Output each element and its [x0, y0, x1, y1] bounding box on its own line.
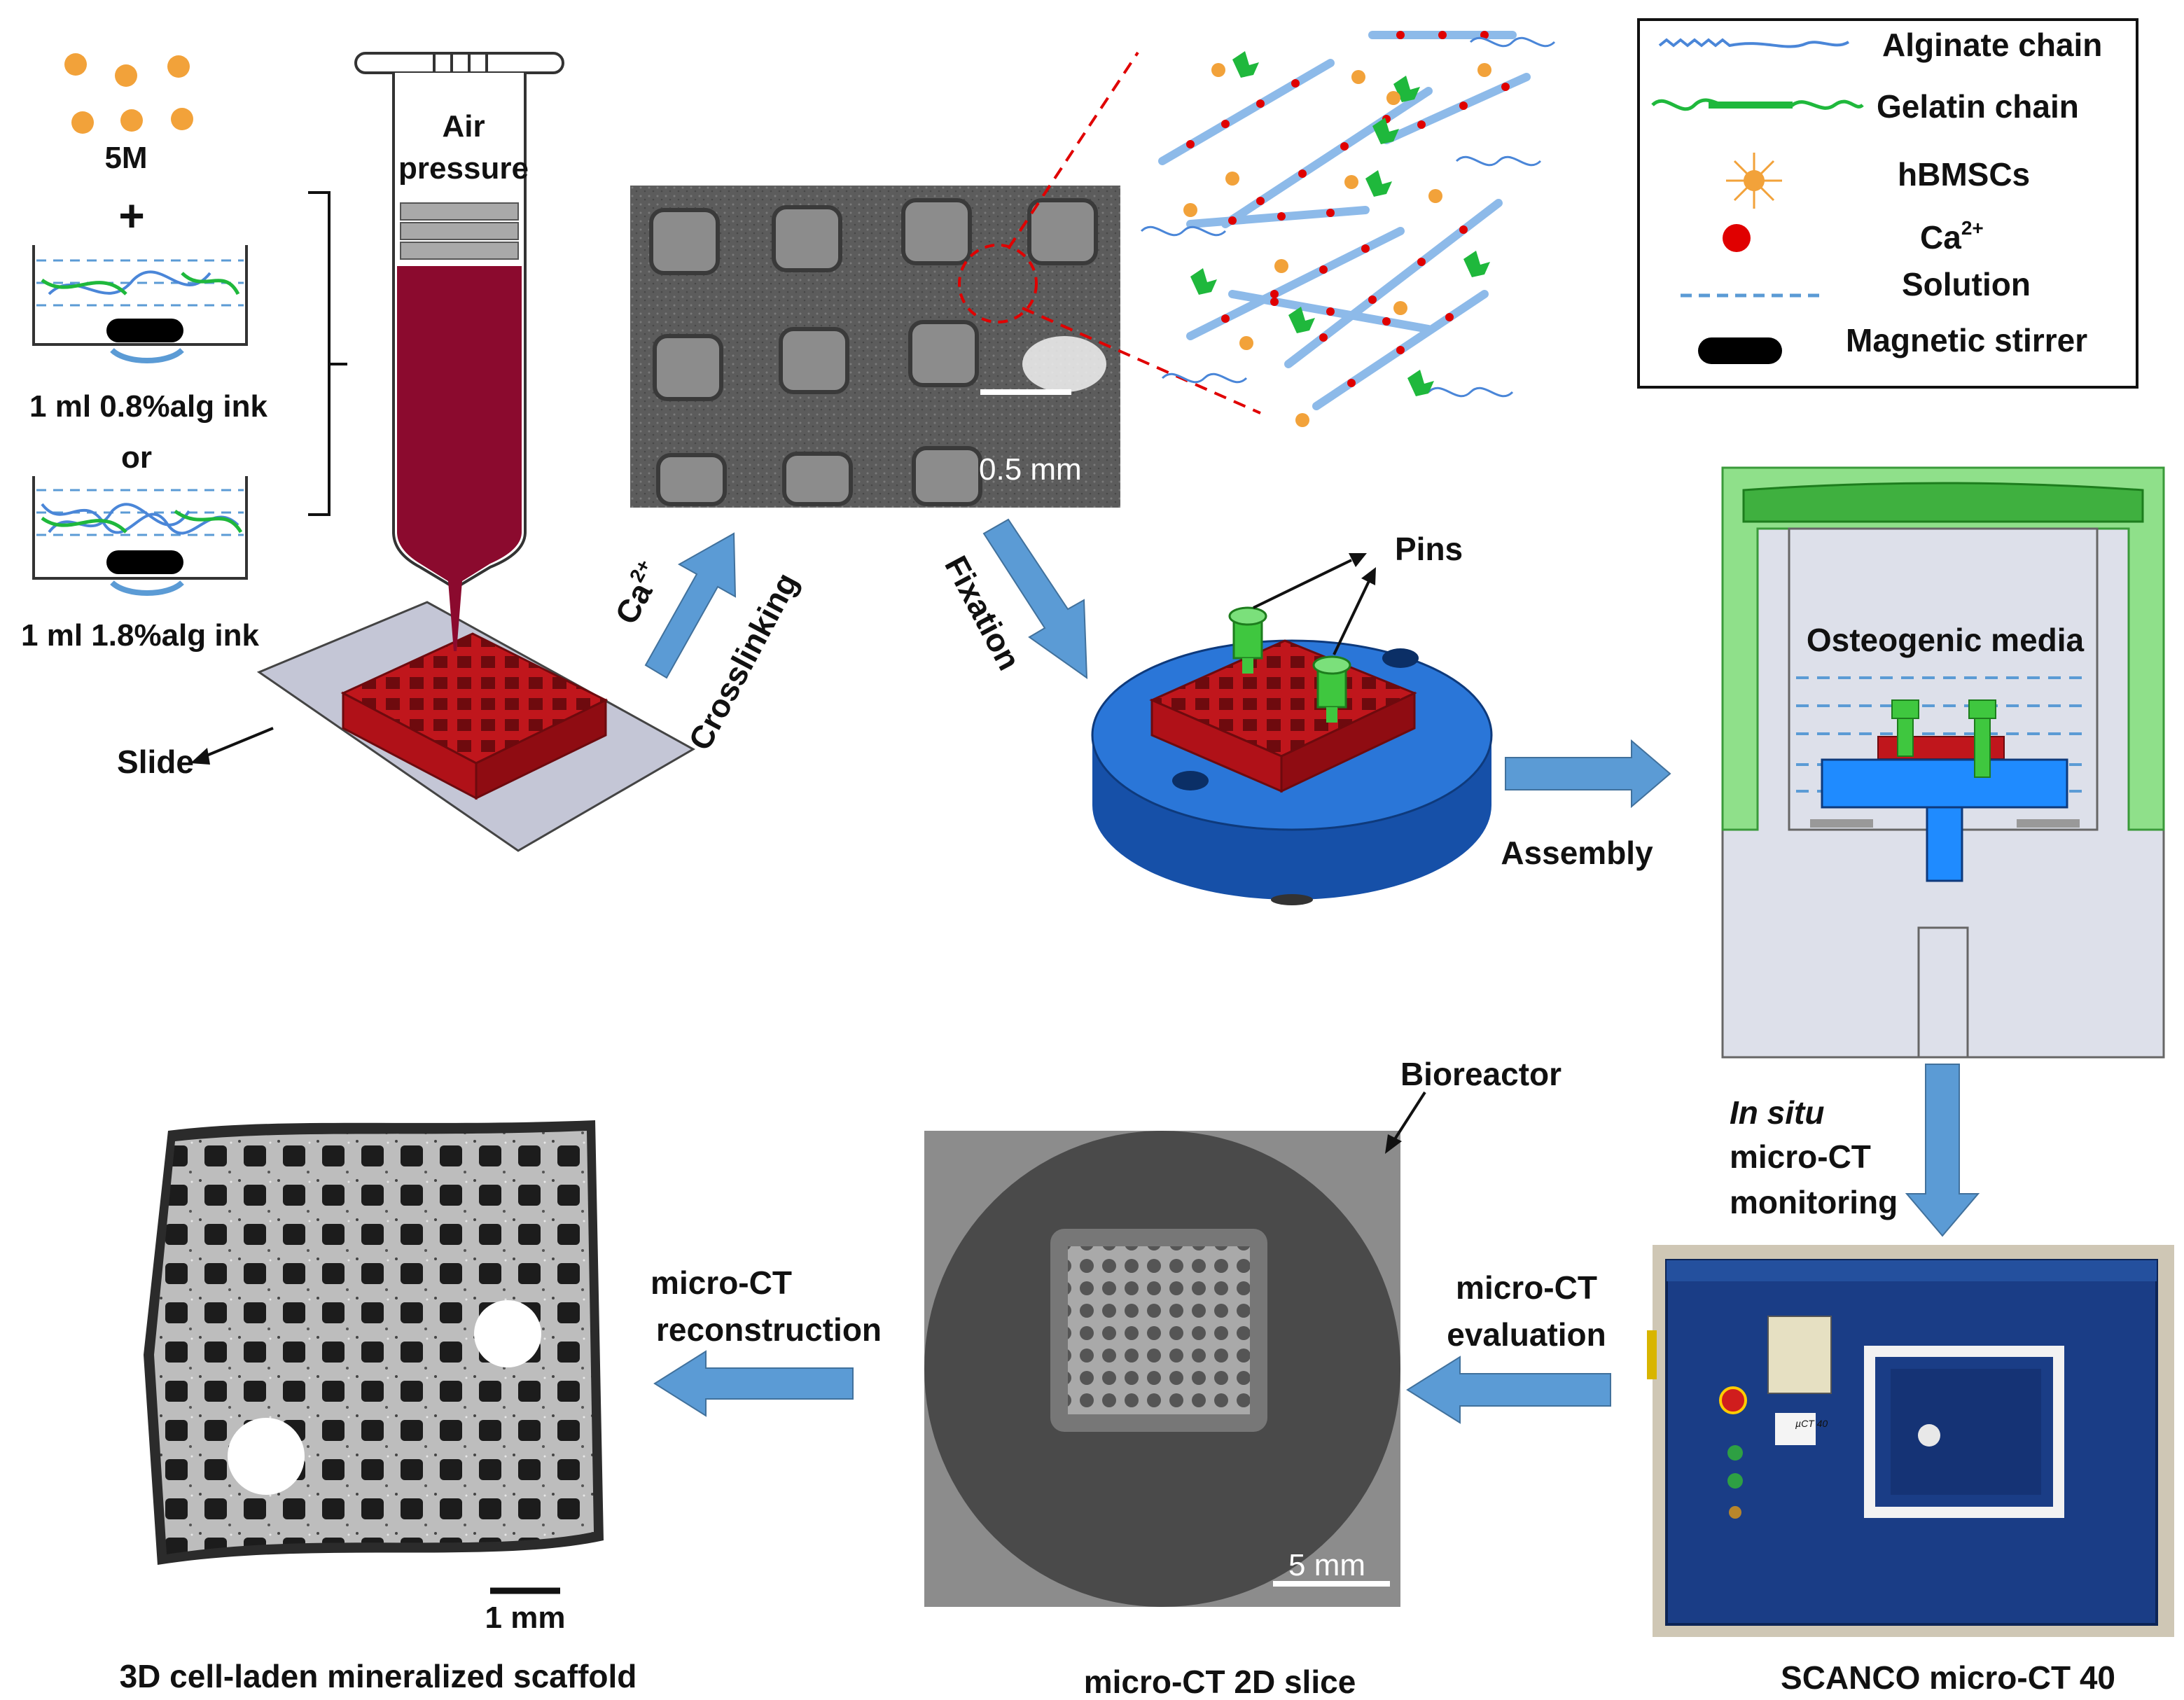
ink-low-label: 1 ml 0.8%alg ink	[29, 389, 267, 424]
slide-pointer-arrow	[190, 727, 274, 765]
scanner-caption: SCANCO micro-CT 40	[1781, 1659, 2115, 1696]
legend-cells-label: hBMSCs	[1898, 156, 2030, 193]
or-label: or	[121, 440, 152, 475]
hbmsc-cell-cluster	[64, 53, 193, 134]
ca-label: Ca2+	[606, 556, 669, 630]
slide-label: Slide	[117, 744, 194, 780]
pin-left	[1228, 606, 1267, 674]
crosslinked-micrograph	[630, 186, 1120, 508]
legend-stirrer-label: Magnetic stirrer	[1846, 322, 2087, 358]
pins-label: Pins	[1395, 531, 1463, 567]
microct-slice	[924, 1131, 1400, 1607]
bioreactor-pointer-arrow	[1385, 1091, 1426, 1154]
evaluation-arrow	[1406, 1356, 1611, 1424]
fixation-arrow	[982, 518, 1088, 679]
pin-right	[1312, 655, 1351, 723]
osteogenic-media-label: Osteogenic media	[1807, 622, 2085, 658]
bioreactor-label: Bioreactor	[1400, 1056, 1562, 1092]
reconstruction-label-line1: micro-CT	[651, 1264, 792, 1301]
slice-scale-label: 5 mm	[1288, 1548, 1365, 1582]
scaffold-scale-label: 1 mm	[485, 1601, 566, 1635]
legend-alginate-swatch	[1658, 38, 1850, 48]
syringe	[354, 52, 564, 651]
scanner-photo	[1647, 1245, 2174, 1637]
legend-gelatin-label: Gelatin chain	[1877, 88, 2079, 125]
syringe-label-line1: Air	[442, 109, 485, 144]
beaker-high-alginate	[32, 476, 248, 596]
legend-calcium-label: Ca2+	[1920, 217, 1984, 256]
insitu-label-line3: monitoring	[1730, 1184, 1898, 1220]
insitu-label-line2: micro-CT	[1730, 1138, 1871, 1175]
plus-sign: +	[118, 190, 144, 241]
assembly-label: Assembly	[1501, 835, 1653, 871]
ink-high-label: 1 ml 1.8%alg ink	[21, 618, 259, 653]
legend-gelatin-swatch	[1651, 98, 1864, 111]
legend-box: Alginate chain Gelatin chain hBMSCs Ca2+…	[1637, 18, 2138, 389]
scaffold-reconstruction	[144, 1120, 604, 1594]
hydrogel-network	[1140, 31, 1556, 427]
legend-stirrer-swatch	[1698, 337, 1782, 364]
evaluation-label-line2: evaluation	[1447, 1316, 1606, 1353]
slice-caption: micro-CT 2D slice	[1084, 1664, 1356, 1700]
legend-solution-label: Solution	[1902, 266, 2031, 302]
monitoring-arrow	[1905, 1064, 1980, 1237]
crosslinking-arrow	[644, 532, 737, 679]
scaffold-caption: 3D cell-laden mineralized scaffold	[120, 1658, 637, 1694]
zoom-line-bottom	[1022, 307, 1261, 414]
scanner-badge: µCT 40	[1795, 1418, 1828, 1429]
printed-scaffold	[340, 632, 608, 800]
legend-calcium-swatch	[1723, 224, 1751, 252]
insitu-label-line1: In situ	[1730, 1094, 1824, 1131]
syringe-label-line2: pressure	[398, 151, 529, 186]
cells-count-label: 5M	[104, 141, 147, 175]
bioreactor-chamber	[1721, 466, 2165, 1059]
zoom-line-top	[1007, 51, 1139, 250]
reconstruction-label-line2: reconstruction	[656, 1311, 882, 1348]
evaluation-label-line1: micro-CT	[1456, 1269, 1597, 1306]
ink-bracket	[308, 191, 347, 516]
pin-pointer-arrows	[1253, 553, 1376, 655]
legend-cell-swatch	[1726, 153, 1782, 209]
assembly-arrow	[1505, 739, 1671, 809]
micrograph-scale-label: 0.5 mm	[979, 452, 1082, 487]
legend-alginate-label: Alginate chain	[1882, 27, 2102, 63]
reconstruction-arrow	[653, 1350, 854, 1417]
beaker-low-alginate	[32, 245, 248, 363]
